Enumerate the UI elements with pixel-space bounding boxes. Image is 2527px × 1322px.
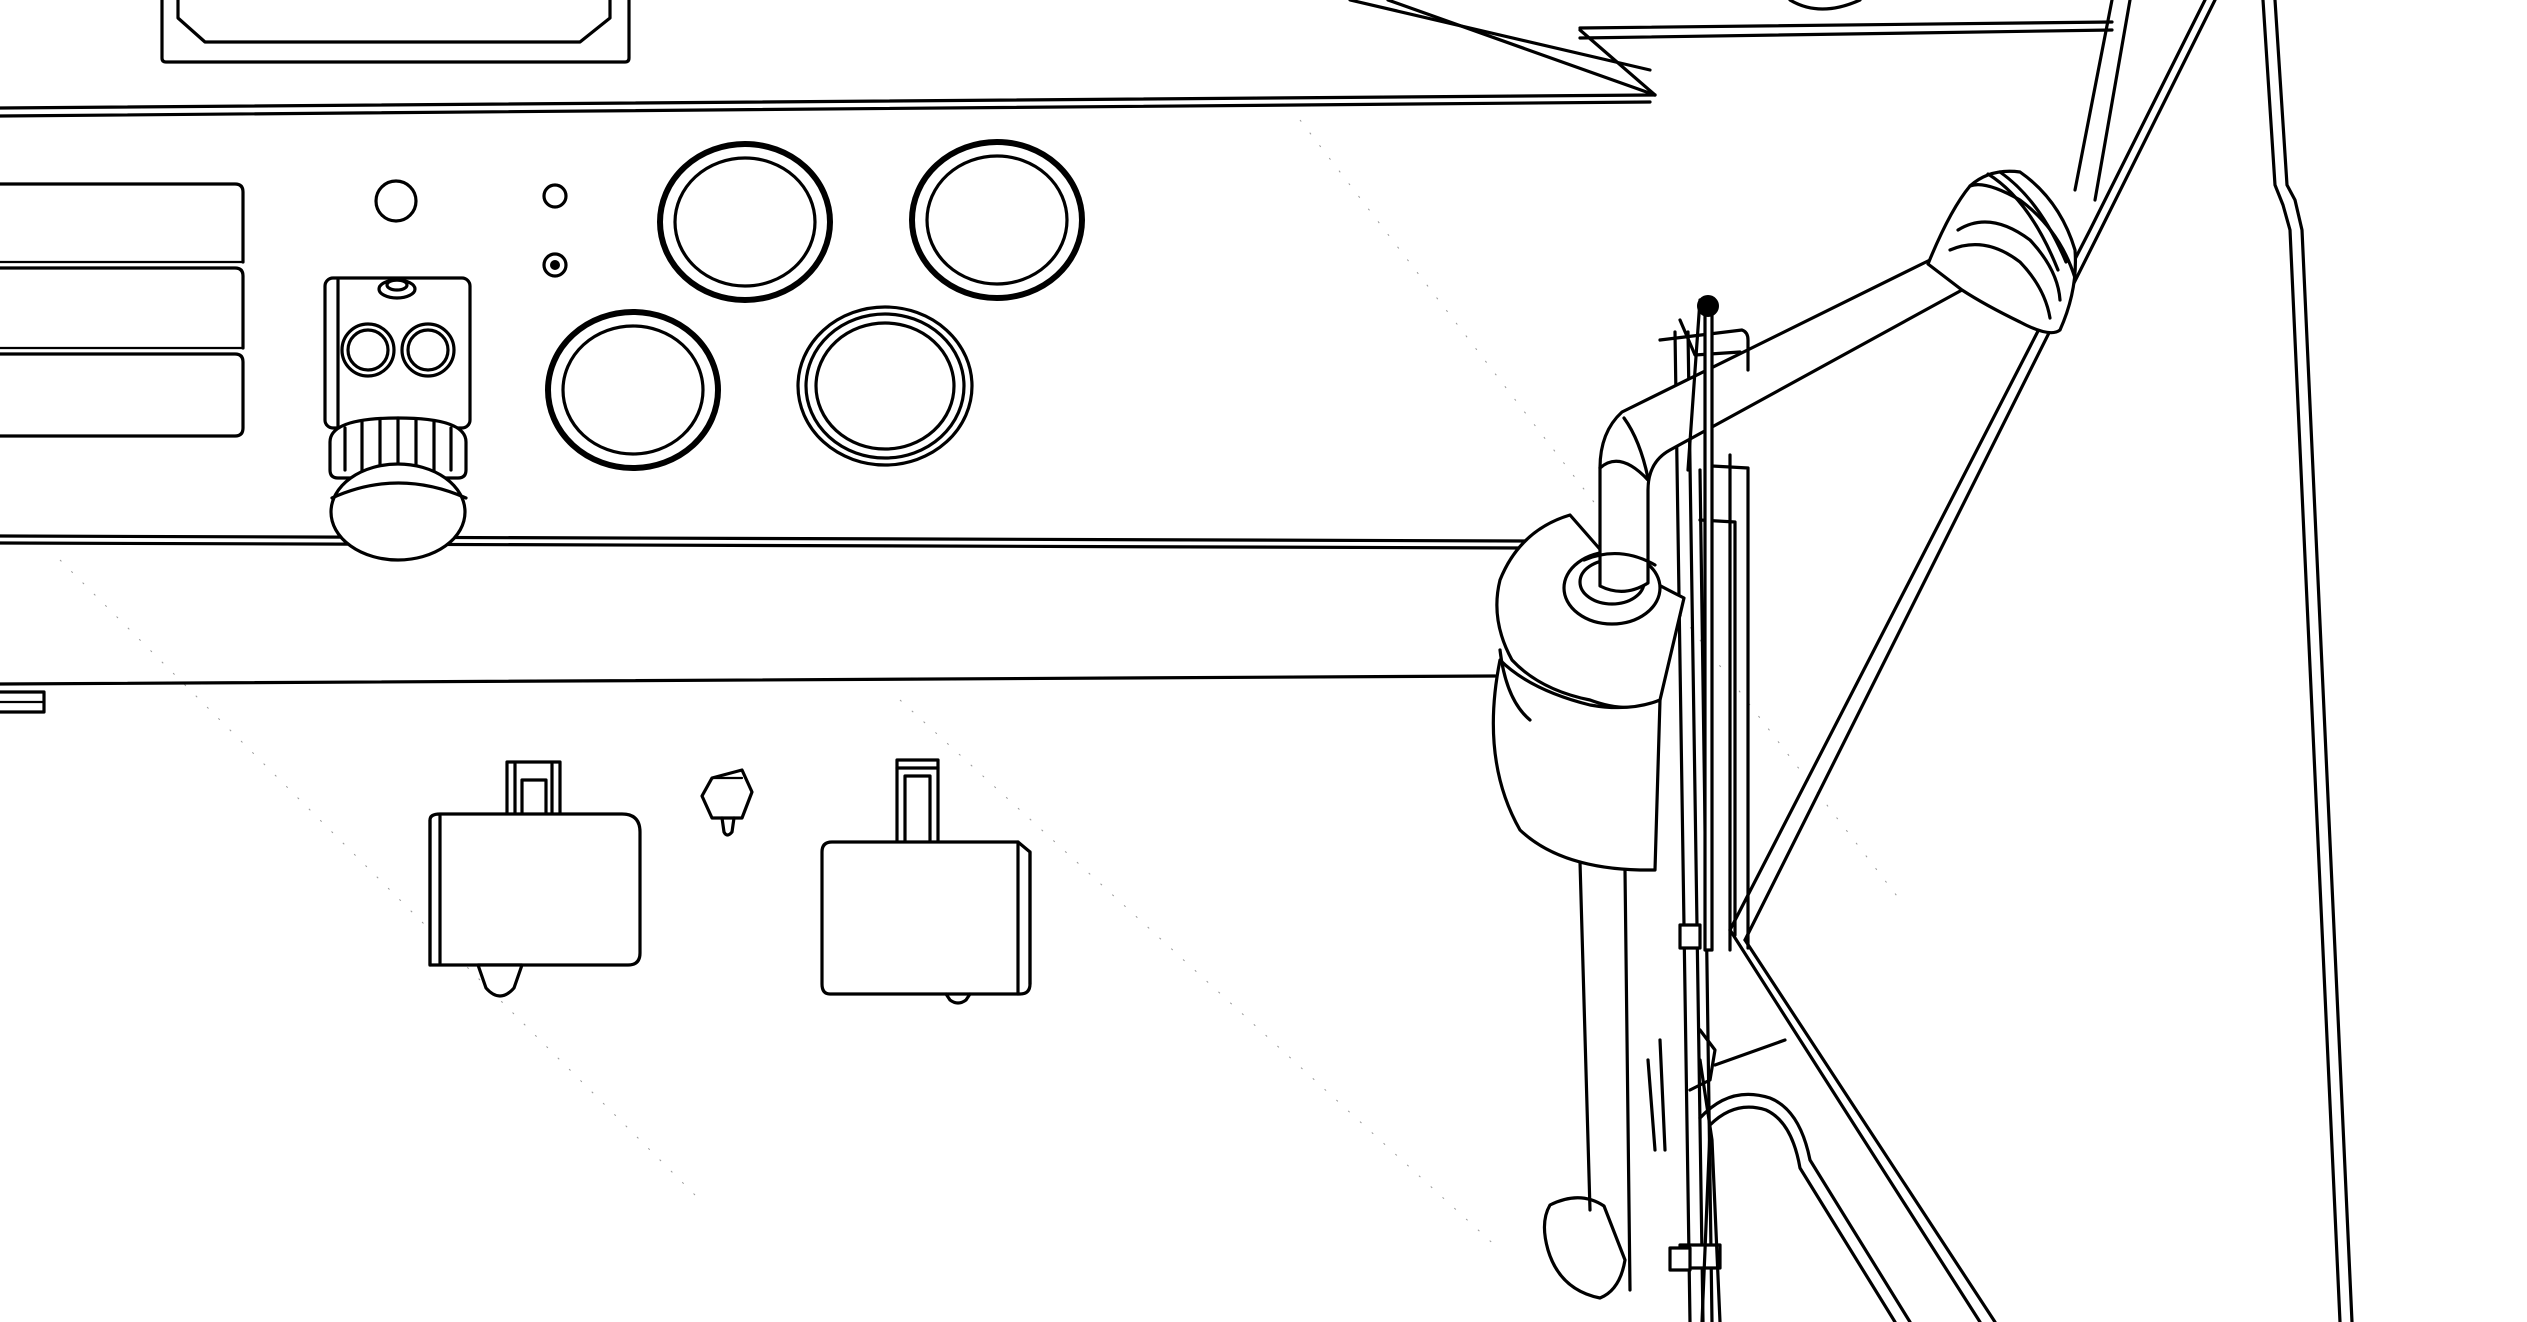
hex-nut [700, 768, 754, 837]
door-frame [1646, 330, 1912, 1322]
rotary-switch-knob [323, 276, 472, 562]
lever-boot [1582, 551, 1657, 567]
top-panel-window [160, 0, 2114, 97]
lower-dashboard-panel [0, 674, 1497, 714]
gauge-top-right [909, 139, 1085, 301]
gauge-top-left [657, 141, 833, 303]
gear-shift-lever [1491, 169, 2077, 1300]
indicator-lights [374, 179, 568, 278]
side-pillar [1728, 0, 2354, 1322]
gauge-bottom-right [796, 305, 974, 467]
left-rectangular-slots [0, 182, 245, 438]
gauge-bottom-left [545, 309, 721, 471]
toggle-switch-right [820, 758, 1032, 1005]
round-gauges [545, 139, 1085, 471]
upper-dashboard-panel [0, 93, 1657, 550]
toggle-switch-left [428, 760, 642, 998]
